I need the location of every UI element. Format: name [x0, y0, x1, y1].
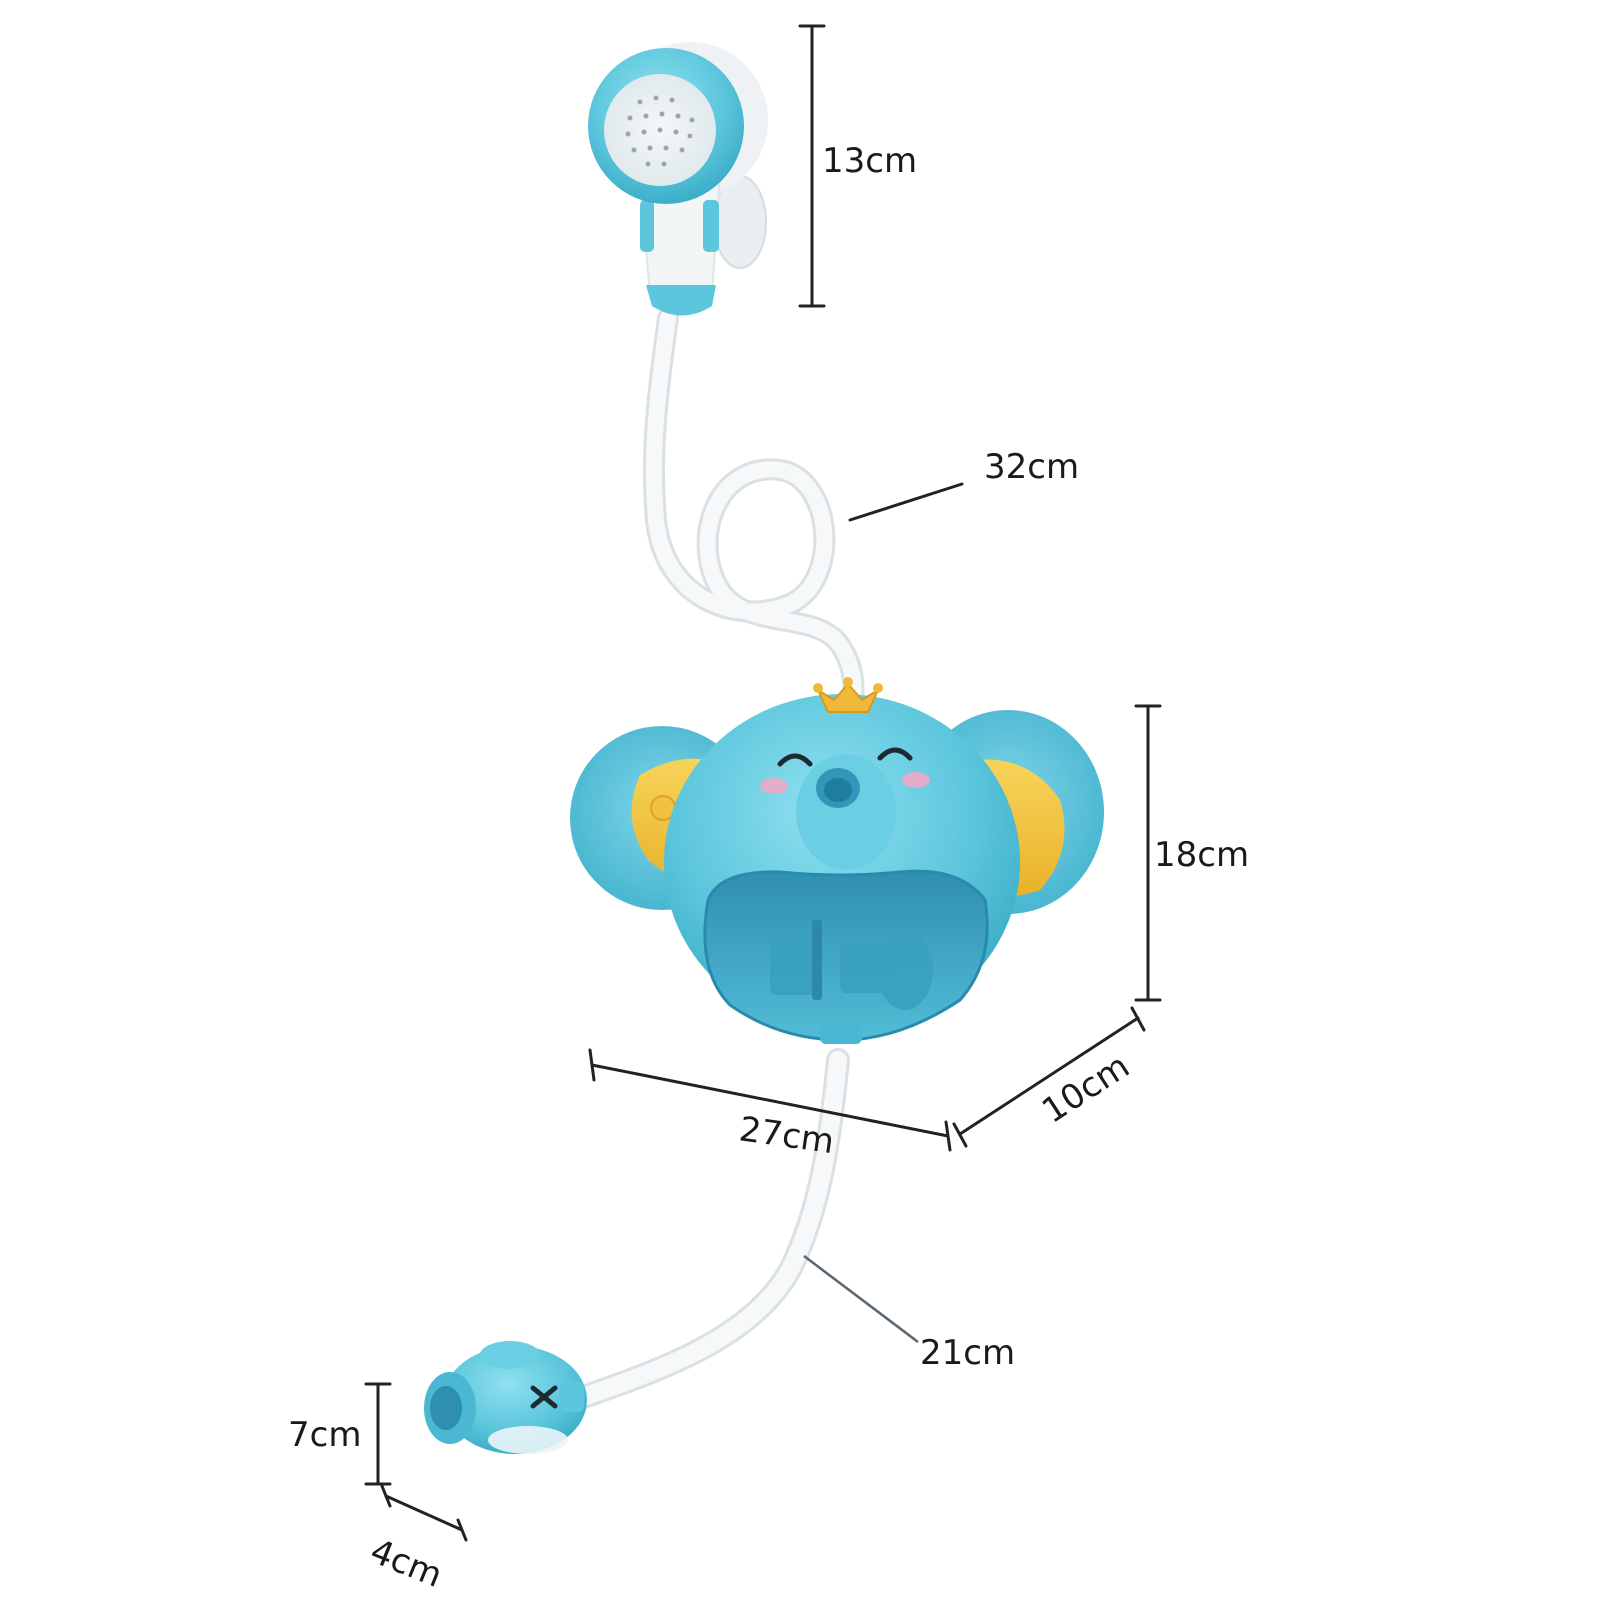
lower-hose	[563, 1048, 850, 1412]
nozzle-holes	[625, 95, 695, 167]
upper-hose-length-label: 32cm	[984, 447, 1079, 487]
lower-hose-length-label: 21cm	[920, 1333, 1015, 1373]
elephant-body	[570, 677, 1104, 1044]
mouth-mechanism	[770, 920, 933, 1010]
body-height-label: 18cm	[1154, 835, 1249, 875]
upper-hose	[642, 307, 865, 711]
pump-depth-label: 4cm	[365, 1531, 448, 1596]
shower-head-height-label: 13cm	[822, 141, 917, 181]
crown-icon	[813, 677, 883, 713]
lower-hose-leader	[803, 1255, 919, 1343]
water-pump	[424, 1341, 587, 1454]
shower-head	[588, 42, 768, 316]
body-depth-label: 10cm	[1035, 1046, 1137, 1131]
dimension-lines	[364, 24, 1162, 1542]
pump-height-label: 7cm	[288, 1415, 361, 1455]
